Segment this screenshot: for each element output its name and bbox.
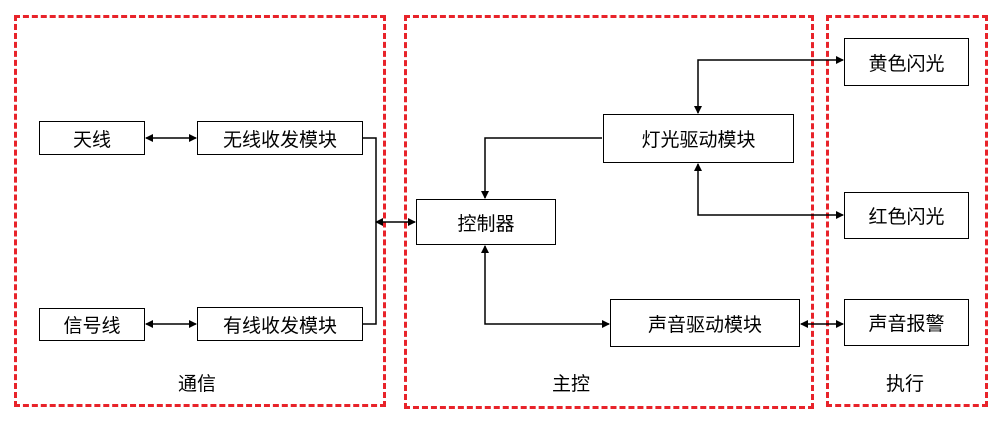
sound-driver-box: 声音驱动模块 [610,299,800,347]
controller-light-link [481,137,602,199]
controller-box: 控制器 [416,199,556,245]
wireless-transceiver-box: 无线收发模块 [197,121,363,155]
antenna-box: 天线 [39,121,145,155]
red-flash-box: 红色闪光 [844,192,969,239]
light-red-link [694,163,844,219]
light-driver-box: 灯光驱动模块 [603,114,794,163]
wired-transceiver-box: 有线收发模块 [197,307,363,341]
comm-group [14,15,386,407]
comm-group-label: 通信 [178,373,217,395]
yellow-flash-box: 黄色闪光 [844,38,969,86]
controller-sound-link [481,245,610,328]
exec-group-label: 执行 [886,373,925,395]
main-group-label: 主控 [552,373,591,395]
light-yellow-link [694,56,844,114]
sound-alarm-box: 声音报警 [844,299,969,346]
wireless-bus-link [363,137,377,325]
signal-line-box: 信号线 [39,308,145,341]
